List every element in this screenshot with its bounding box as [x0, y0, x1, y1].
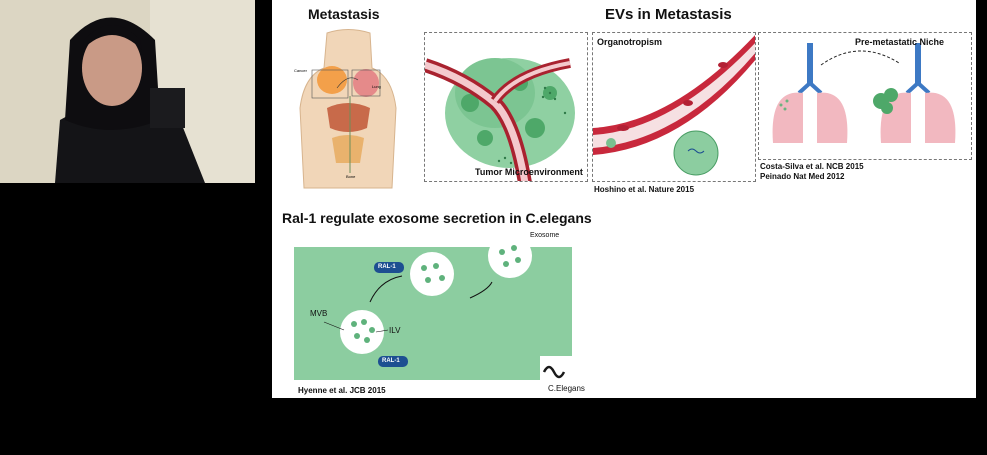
exosome-diagram-graphic [294, 234, 574, 382]
lungs-illustration [772, 43, 956, 143]
ral1-badge-top: RAL-1 [378, 264, 396, 270]
webcam-feed [0, 0, 255, 183]
panel-pre-metastatic-niche: Pre-metastatic Niche [758, 32, 972, 160]
organotropism-label: Organotropism [597, 37, 663, 47]
presenter-video [0, 0, 255, 183]
ral1-badge-bottom: RAL-1 [382, 358, 400, 364]
ilv-label: ILV [389, 326, 401, 335]
tumor-illustration [425, 58, 575, 181]
panel-tumor-microenvironment: Tumor Microenvironment [424, 32, 588, 182]
vessel-illustration [593, 35, 755, 176]
label-bone: Bone [346, 174, 356, 179]
exosome-label: Exosome [530, 232, 560, 239]
panel-organotropism: Organotropism [592, 32, 756, 182]
tumor-microenvironment-label: Tumor Microenvironment [475, 167, 583, 177]
metastasis-title: Metastasis [308, 6, 380, 22]
c-elegans-label: C.Elegans [548, 384, 585, 393]
label-lung: Lung [372, 84, 381, 89]
presentation-slide: Metastasis EVs in Metastasis Cancer Lung… [272, 0, 976, 398]
section-title: Ral-1 regulate exosome secretion in C.el… [282, 210, 592, 226]
pre-metastatic-niche-label: Pre-metastatic Niche [855, 37, 945, 47]
citation-hyenne: Hyenne et al. JCB 2015 [298, 386, 386, 395]
exosome-secretion-diagram: Exosome MVB ILV RAL-1 RAL-1 Hyenne et al… [292, 232, 585, 395]
anatomy-figure: Cancer Lung Bone [294, 29, 397, 189]
citation-costa-silva: Costa-Silva et al. NCB 2015 [760, 162, 864, 171]
citation-hoshino: Hoshino et al. Nature 2015 [594, 185, 695, 194]
evs-title: EVs in Metastasis [605, 6, 732, 23]
mvb-label: MVB [310, 309, 328, 318]
citation-peinado: Peinado Nat Med 2012 [760, 172, 845, 181]
label-cancer: Cancer [294, 68, 308, 73]
body-illustration: Cancer Lung Bone [292, 28, 404, 193]
